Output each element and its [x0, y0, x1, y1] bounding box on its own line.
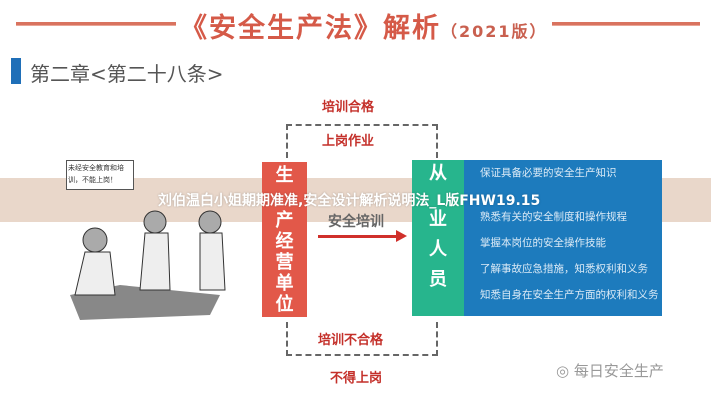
pass-label: 培训合格: [322, 100, 375, 115]
arrow-icon: [318, 235, 398, 238]
duty-item: 保证具备必要的安全生产知识: [480, 167, 617, 179]
page-title: 《安全生产法》解析（2021版）: [180, 6, 548, 45]
chapter-marker: [11, 58, 21, 84]
pass-loop: [286, 124, 438, 158]
wechat-icon: ◎: [556, 362, 574, 380]
char: 从: [429, 163, 447, 184]
watermark: ◎ 每日安全生产: [556, 360, 664, 381]
duty-item: 知悉自身在安全生产方面的权利和义务: [480, 289, 659, 301]
employee-panel: 从 业 人 员 保证具备必要的安全生产知识 熟悉有关的安全制度和操作规程 掌握本…: [412, 160, 662, 316]
char: 单: [275, 273, 294, 294]
char: 产: [275, 210, 294, 231]
fail-loop: [286, 322, 438, 356]
speech-bubble: 未经安全教育和培训，不能上岗！: [66, 160, 134, 190]
arrowhead-icon: [396, 230, 407, 242]
banner-text: 刘伯温白小姐期期准准,安全设计解析说明法_L版FHW19.15: [158, 193, 541, 209]
duty-item: 掌握本岗位的安全操作技能: [480, 237, 606, 249]
watermark-text: 每日安全生产: [573, 362, 664, 380]
pass-result: 上岗作业: [322, 134, 375, 149]
char: 员: [429, 269, 447, 290]
duty-item: 熟悉有关的安全制度和操作规程: [480, 211, 627, 223]
char: 营: [275, 252, 294, 273]
title-rule-left: [16, 22, 176, 26]
char: 业: [429, 209, 447, 230]
char: 经: [275, 231, 294, 252]
chapter-heading: 第二章<第二十八条>: [30, 62, 224, 86]
edition: （2021版）: [441, 22, 548, 41]
fail-label: 培训不合格: [318, 333, 384, 348]
fail-result: 不得上岗: [330, 371, 383, 386]
char: 位: [275, 294, 294, 315]
char: 生: [275, 165, 294, 186]
employer-box: 生 产 经 营 单 位: [262, 162, 307, 317]
char: 人: [429, 239, 447, 260]
title-rule-right: [552, 22, 700, 26]
arrow-label: 安全培训: [328, 214, 384, 230]
workers-cartoon: [70, 210, 226, 320]
employee-box: 从 业 人 员: [412, 160, 464, 316]
title-text: 《安全生产法》解析: [180, 13, 441, 44]
duty-item: 了解事故应急措施，知悉权利和义务: [480, 263, 648, 275]
